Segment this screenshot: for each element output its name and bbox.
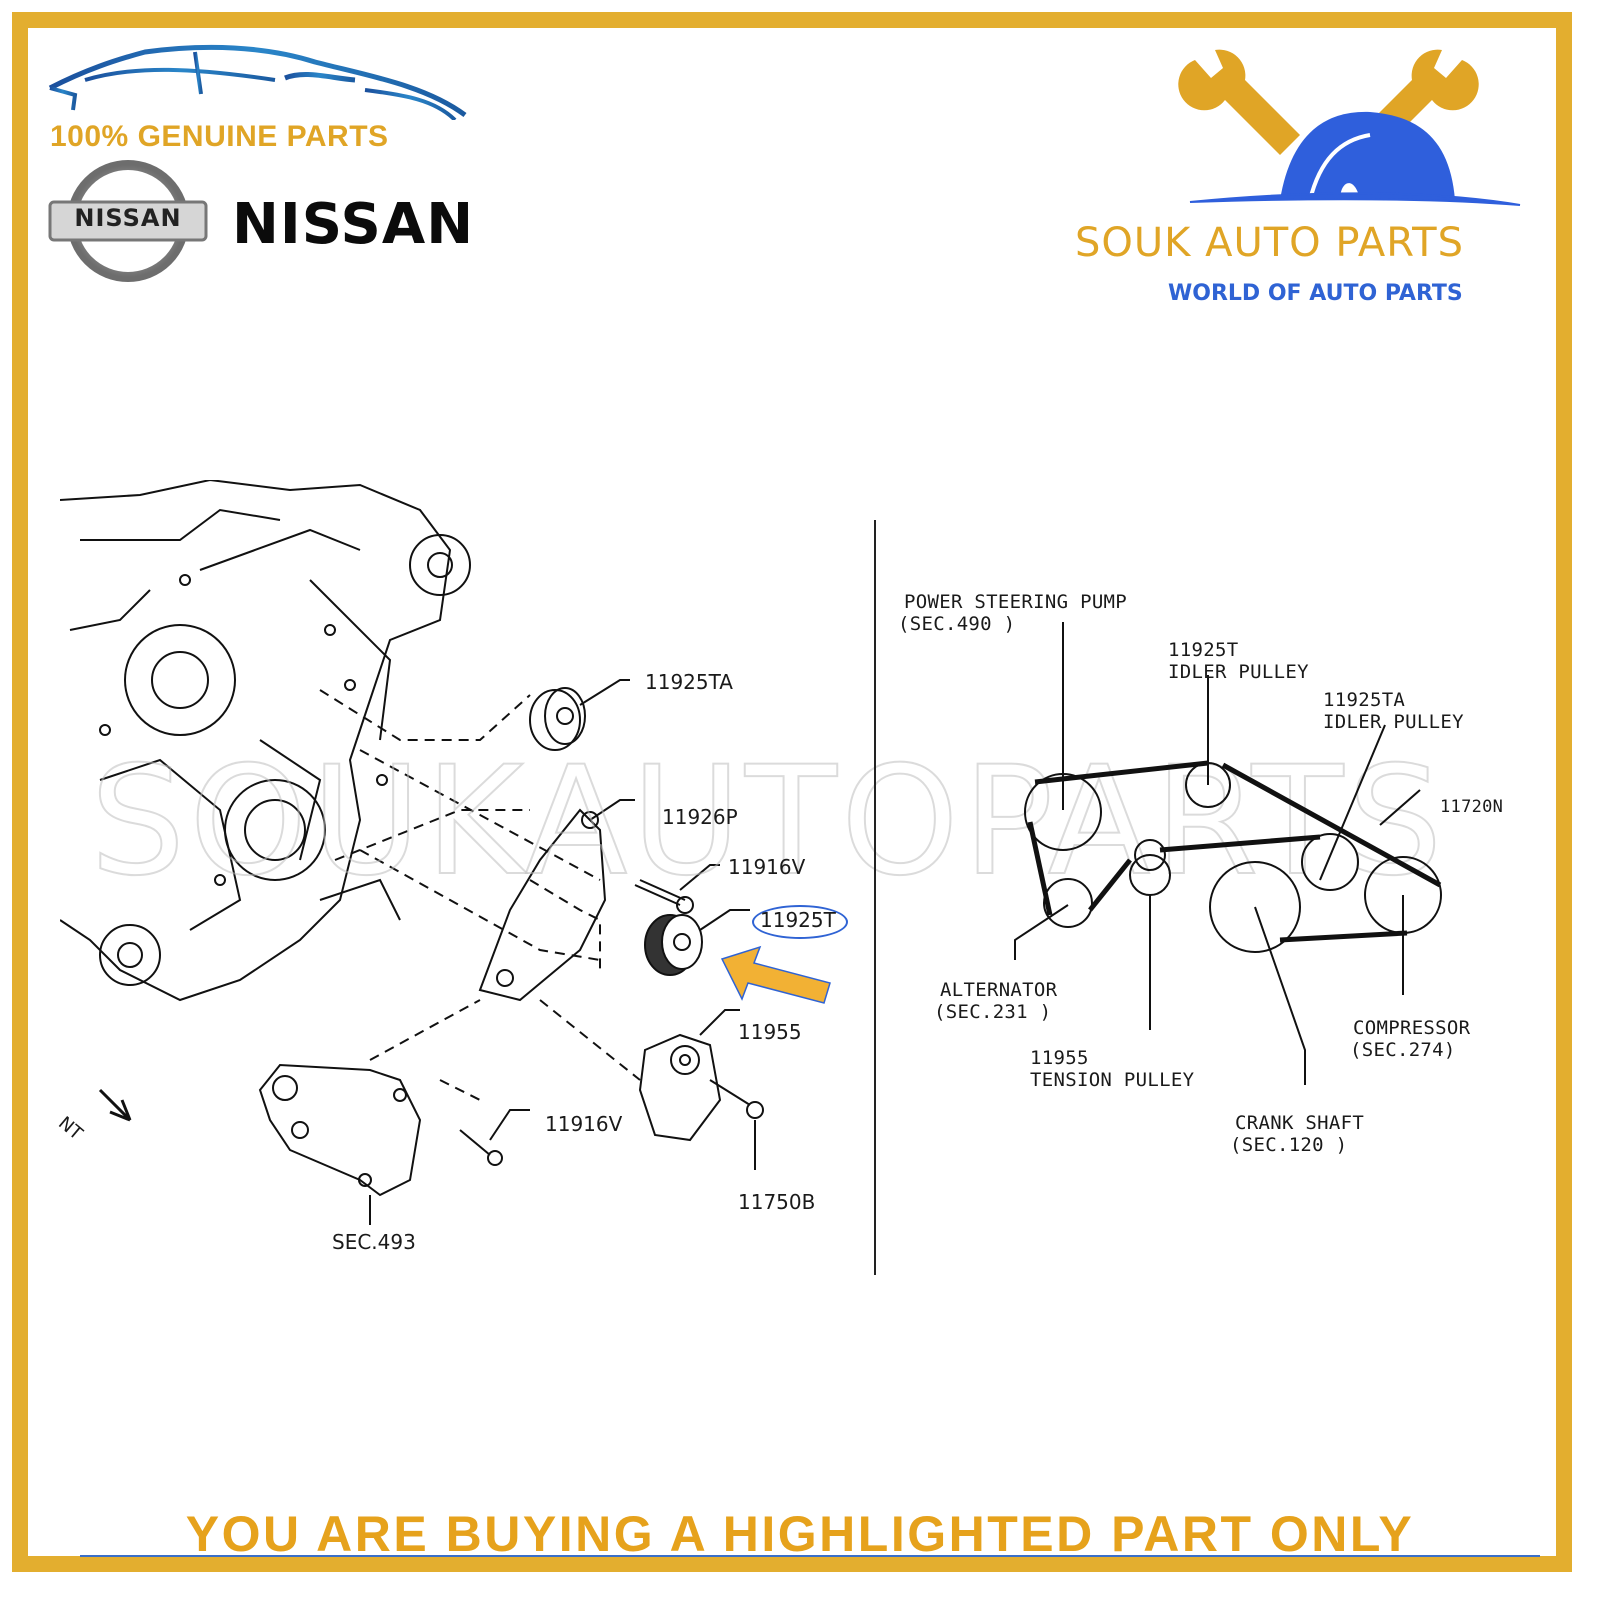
alternator-label: ALTERNATOR <box>940 979 1058 1001</box>
label-11955: 11955 <box>738 1020 802 1044</box>
idler-11925T-name: IDLER PULLEY <box>1168 661 1309 683</box>
idler-pulley-11925TA-icon <box>529 679 630 751</box>
idler-11925TA-pulley-icon <box>1301 833 1359 891</box>
label-sec493: SEC.493 <box>332 1230 416 1254</box>
badge-text: NISSAN <box>74 204 182 232</box>
exploded-view-diagram <box>60 480 764 1225</box>
bolt-11916V-icon <box>634 864 720 914</box>
bolt-11916V-bottom-icon <box>459 1109 530 1166</box>
label-11916V-bottom: 11916V <box>545 1112 623 1136</box>
alternator-sec: (SEC.231 ) <box>934 1001 1052 1023</box>
diagram-divider <box>874 520 876 1275</box>
crank-label: CRANK SHAFT <box>1235 1112 1365 1134</box>
compressor-sec: (SEC.274) <box>1350 1039 1456 1061</box>
souk-logo-icon <box>1178 49 1521 206</box>
label-11916V-top: 11916V <box>728 855 806 879</box>
label-11926P: 11926P <box>662 805 738 829</box>
label-11750B: 11750B <box>738 1190 816 1214</box>
genuine-parts-tagline: 100% GENUINE PARTS <box>50 120 389 153</box>
gold-frame <box>12 12 1572 1572</box>
engine-block-icon <box>60 480 471 1002</box>
notice-underline <box>80 1555 1540 1557</box>
compressor-label: COMPRESSOR <box>1353 1017 1471 1039</box>
front-arrow-icon <box>98 1088 132 1122</box>
power-steering-sec: (SEC.490 ) <box>898 613 1016 635</box>
car-silhouette-icon <box>48 44 467 120</box>
crank-sec: (SEC.120 ) <box>1230 1134 1348 1156</box>
belt-11720N-label: 11720N <box>1440 797 1504 817</box>
tension-pulley-icon <box>1134 839 1166 871</box>
highlighted-part-oval <box>752 905 848 939</box>
belt-11720N-icon <box>1027 760 1442 943</box>
crank-pulley-icon <box>1209 861 1301 953</box>
tensioner-11955-icon <box>638 1009 764 1170</box>
bracket-11926P-icon <box>478 799 635 1002</box>
tension-name: TENSION PULLEY <box>1030 1069 1195 1091</box>
idler-11925T-code: 11925T <box>1168 639 1239 661</box>
label-11925TA: 11925TA <box>645 670 733 694</box>
idler-11925TA-name: IDLER PULLEY <box>1323 711 1464 733</box>
power-steering-label: POWER STEERING PUMP <box>904 591 1128 613</box>
nissan-badge-logo: NISSAN <box>48 160 208 282</box>
brand-name: NISSAN <box>232 192 475 257</box>
idler-11925TA-code: 11925TA <box>1323 689 1406 711</box>
tension-code: 11955 <box>1030 1047 1089 1069</box>
bracket-sec493-icon <box>258 1063 422 1225</box>
label-11925T-highlighted: 11925T <box>760 908 836 932</box>
purchase-notice: YOU ARE BUYING A HIGHLIGHTED PART ONLY <box>185 1506 1415 1562</box>
souk-subtitle: WORLD OF AUTO PARTS <box>1168 281 1463 306</box>
belt-routing-diagram <box>1014 622 1442 1085</box>
souk-title: SOUK AUTO PARTS <box>1075 220 1465 266</box>
highlight-arrow-icon <box>720 945 831 1004</box>
idler-pulley-11925T-icon <box>644 909 750 976</box>
alternator-pulley-icon <box>1043 878 1093 928</box>
